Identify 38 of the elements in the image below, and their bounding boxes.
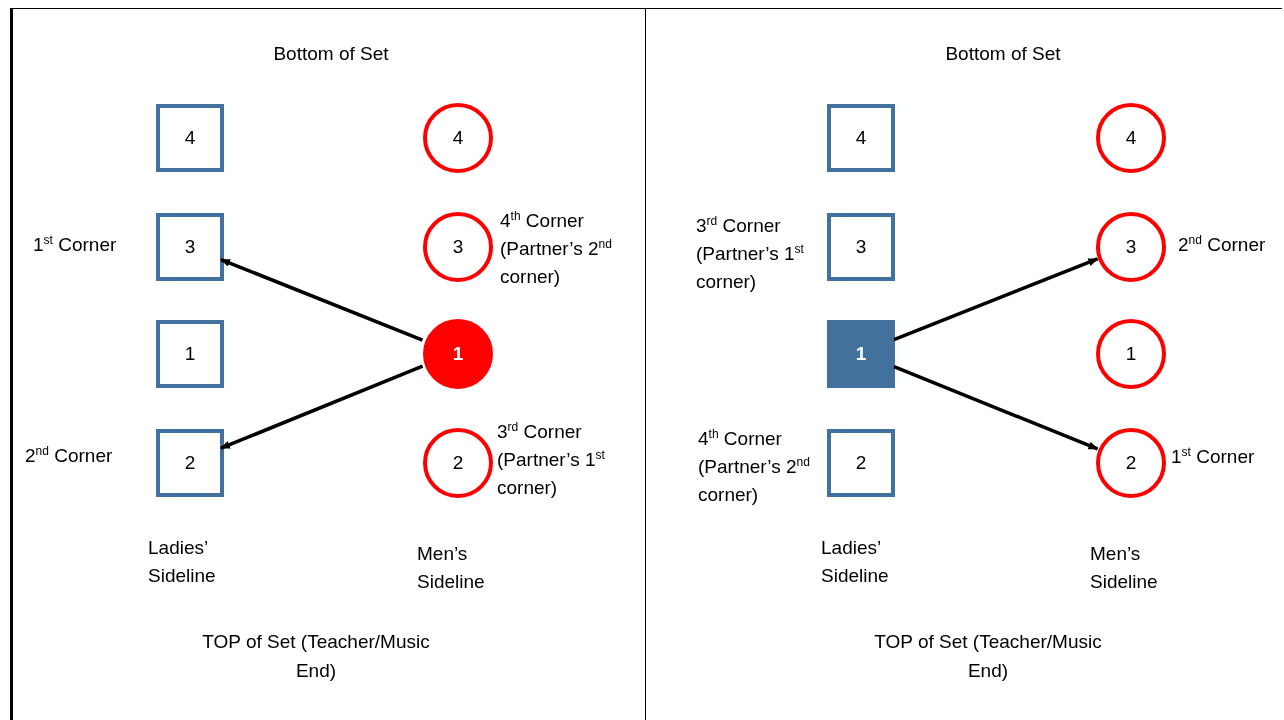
dancer-circle: 4 [423, 103, 493, 173]
dancer-square: 2 [156, 429, 224, 497]
arrow [220, 257, 424, 342]
dancer-square: 4 [827, 104, 895, 172]
corner-label: 4$^{th}$ Corner (Partner’s 2$^{nd}$ corner) [500, 208, 613, 289]
corner-label: 3$^{rd}$ Corner (Partner’s 1$^{st}$ corner) [497, 419, 606, 500]
dancer-square: 3 [156, 213, 224, 281]
corner-label: 3$^{rd}$ Corner (Partner’s 1$^{st}$ corner) [696, 213, 805, 294]
dancer-square: 1 [827, 320, 895, 388]
sideline-label: Men’s Sideline [1090, 542, 1159, 594]
dancer-circle: 4 [1096, 103, 1166, 173]
dancer-square: 1 [156, 320, 224, 388]
sideline-label: Ladies’ Sideline [148, 536, 217, 588]
dancer-circle: 1 [1096, 319, 1166, 389]
dancer-circle: 1 [423, 319, 493, 389]
panel-heading: Bottom of Set [944, 42, 1062, 66]
arrow [893, 365, 1099, 451]
dancer-square: 3 [827, 213, 895, 281]
panel-heading: Bottom of Set [272, 42, 390, 66]
sideline-label: Ladies’ Sideline [821, 536, 890, 588]
arrow [893, 257, 1099, 342]
sideline-label: Men’s Sideline [417, 542, 486, 594]
dancer-square: 4 [156, 104, 224, 172]
dancer-circle: 3 [423, 212, 493, 282]
dancer-circle: 2 [1096, 428, 1166, 498]
set-panel [10, 8, 645, 720]
dancer-circle: 3 [1096, 212, 1166, 282]
corner-label: 4$^{th}$ Corner (Partner’s 2$^{nd}$ corner) [698, 426, 811, 507]
corner-label: 1$^{st}$ Corner [1171, 444, 1256, 469]
panel-footer: TOP of Set (Teacher/Music End) [873, 627, 1103, 685]
corner-label: 2$^{nd}$ Corner [25, 443, 114, 468]
corner-label: 1$^{st}$ Corner [33, 232, 118, 257]
dancer-circle: 2 [423, 428, 493, 498]
panel-footer: TOP of Set (Teacher/Music End) [201, 627, 431, 685]
corner-label: 2$^{nd}$ Corner [1178, 232, 1267, 257]
dancer-square: 2 [827, 429, 895, 497]
set-panel [645, 8, 1282, 720]
arrow [220, 364, 424, 450]
